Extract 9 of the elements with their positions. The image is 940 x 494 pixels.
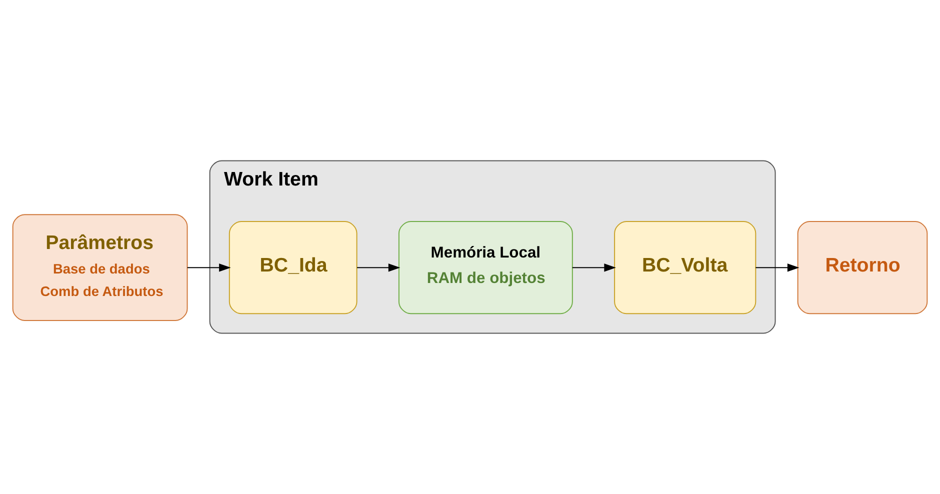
node-box: Retorno	[797, 221, 928, 314]
arrow	[755, 263, 800, 272]
node-box: Parâmetros Base de dados Comb de Atributos	[12, 214, 188, 321]
arrow	[572, 263, 616, 272]
node-box: Memória Local RAM de objetos	[398, 221, 573, 314]
arrow	[356, 263, 400, 272]
arrow	[186, 263, 231, 272]
node-box: BC_Ida	[228, 221, 358, 314]
node-box: BC_Volta	[614, 221, 756, 314]
